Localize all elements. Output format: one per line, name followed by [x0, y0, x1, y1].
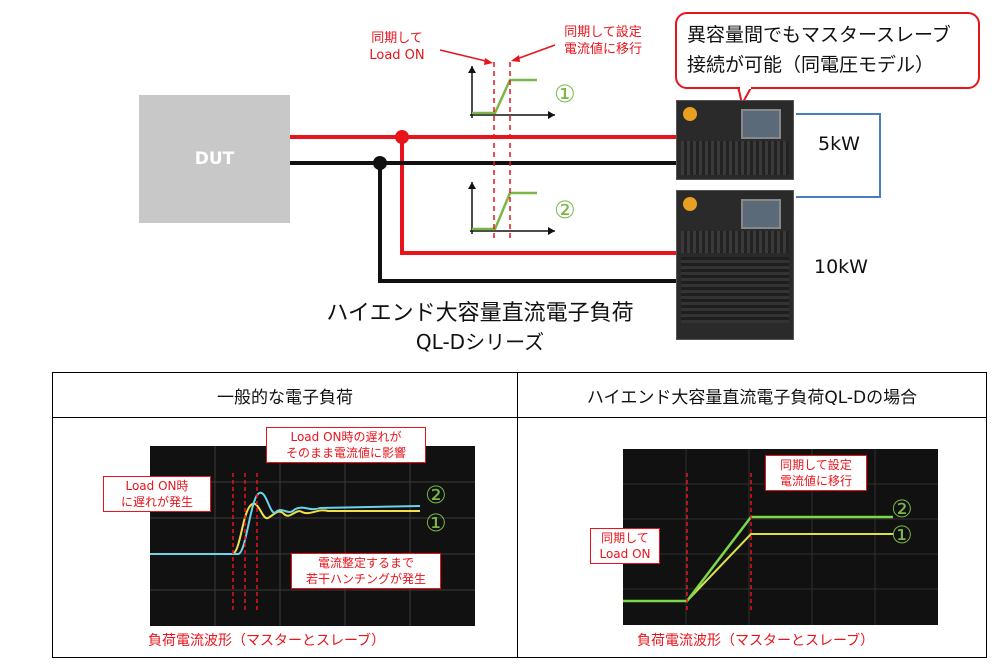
- right-trace-2: [623, 515, 893, 603]
- red-junction: [395, 130, 409, 144]
- right-annotation-sync-load: 同期して Load ON: [590, 528, 660, 564]
- power-5kw-label: 5kW: [818, 133, 860, 155]
- left-marker-2: ②: [425, 481, 447, 509]
- mini-graph-2-marker: ②: [554, 196, 576, 224]
- right-marker-1: ①: [891, 521, 913, 549]
- left-markers: [232, 473, 258, 613]
- load-unit-5kw: [676, 100, 794, 180]
- right-caption: 負荷電流波形（マスターとスレーブ）: [637, 633, 875, 649]
- left-header: 一般的な電子負荷: [53, 373, 517, 418]
- load-unit-10kw: [676, 190, 794, 340]
- right-annotation-sync-current: 同期して設定 電流値に移行: [765, 455, 867, 491]
- left-caption: 負荷電流波形（マスターとスレーブ）: [148, 633, 386, 649]
- mini-graph-1: [468, 66, 555, 119]
- series-line2: QL-Dシリーズ: [415, 330, 545, 354]
- left-annotation-delay-effect: Load ON時の遅れが そのまま電流値に影響: [266, 427, 426, 463]
- callout-box: 異容量間でもマスタースレーブ 接続が可能（同電圧モデル）: [675, 12, 980, 89]
- left-trace-2: [150, 491, 421, 555]
- right-marker-2: ②: [891, 495, 913, 523]
- callout-line2: 接続が可能（同電圧モデル）: [687, 54, 935, 76]
- red-wire-slave: [400, 137, 676, 255]
- blue-link: [796, 113, 881, 198]
- table-divider: [517, 373, 518, 657]
- sync-load-on-label: 同期して Load ON: [369, 31, 425, 63]
- power-10kw-label: 10kW: [814, 256, 868, 278]
- mini-graph-2: [468, 182, 555, 235]
- right-header: ハイエンド大容量直流電子負荷QL-Dの場合: [518, 373, 986, 418]
- comparison-table: 一般的な電子負荷 ハイエンド大容量直流電子負荷QL-Dの場合 Load ON時の…: [52, 372, 987, 658]
- dut-box: DUT: [139, 95, 290, 223]
- black-junction: [373, 156, 387, 170]
- callout-line1: 異容量間でもマスタースレーブ: [687, 24, 951, 46]
- right-markers: [686, 473, 752, 613]
- left-marker-1: ①: [425, 509, 447, 537]
- dut-label: DUT: [194, 149, 235, 169]
- left-annotation-delay: Load ON時 に遅れが発生: [103, 476, 211, 512]
- series-line1: ハイエンド大容量直流電子負荷: [326, 301, 634, 326]
- wiring-diagram: [290, 44, 881, 283]
- black-wire-slave: [378, 163, 676, 283]
- sync-current-label: 同期して設定 電流値に移行: [563, 25, 642, 57]
- left-annotation-hunting: 電流整定するまで 若干ハンチングが発生: [291, 553, 441, 589]
- product-series-title: ハイエンド大容量直流電子負荷 QL-Dシリーズ: [302, 300, 658, 356]
- mini-graph-1-marker: ①: [554, 80, 576, 108]
